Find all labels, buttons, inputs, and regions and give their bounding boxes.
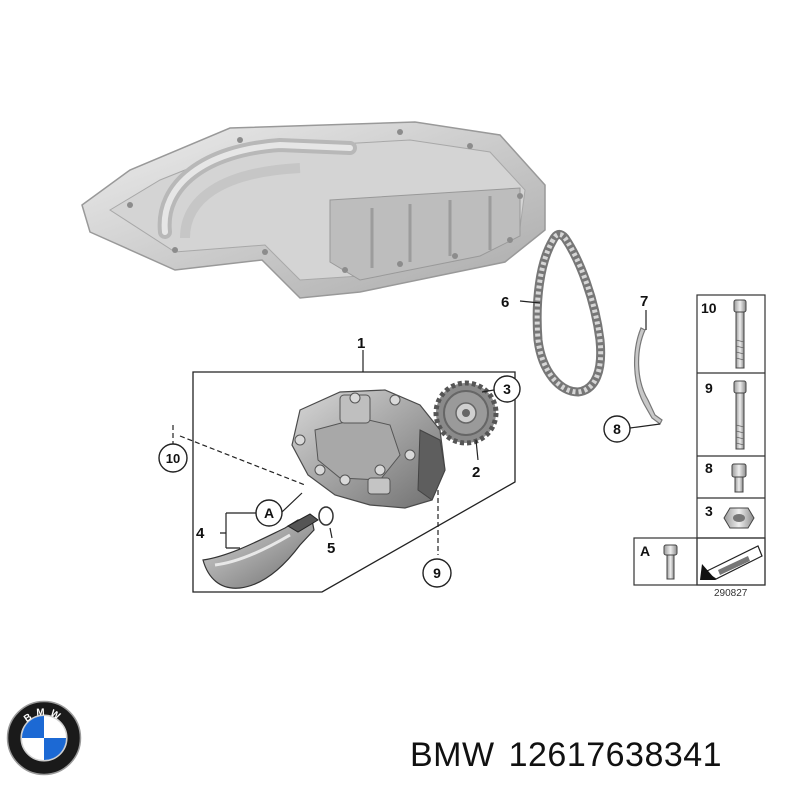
callout-2: 2 [472,464,480,481]
o-ring [318,506,334,526]
legend-label-10: 10 [701,300,717,316]
callout-8: 8 [613,421,621,437]
callout-10: 10 [166,451,180,466]
oil-pickup-pipe [202,513,319,589]
callout-4: 4 [196,525,205,542]
sprocket [433,380,499,446]
oil-pump [291,389,446,509]
chain-guide [633,327,663,425]
diagram-code: 290827 [714,588,748,599]
callout-a: A [264,505,274,521]
callout-9: 9 [433,565,441,581]
bolt-long-icon [733,299,747,369]
legend-label-8: 8 [705,460,713,476]
part-caption: BMW 12617638341 [410,736,736,775]
group-frame [192,371,516,593]
callout-6: 6 [501,294,509,311]
brand-name: BMW [410,736,495,774]
oil-pan [81,121,546,299]
bolt-a-icon [663,544,678,580]
bolt-medium-icon [733,380,747,450]
direction-arrow-icon [700,545,763,580]
callout-1: 1 [357,335,365,352]
callout-5: 5 [327,540,335,557]
legend-label-3: 3 [705,503,713,519]
nut-icon [723,507,755,529]
drive-chain [532,229,606,397]
legend-label-a: A [640,543,650,559]
bolt-short-icon [731,463,747,493]
fastener-legend: 10 9 8 3 A [633,294,766,599]
callout-7: 7 [640,293,648,310]
bmw-logo: BMW [6,700,82,776]
part-number: 12617638341 [508,736,723,774]
legend-label-9: 9 [705,380,713,396]
callout-3: 3 [503,381,511,397]
